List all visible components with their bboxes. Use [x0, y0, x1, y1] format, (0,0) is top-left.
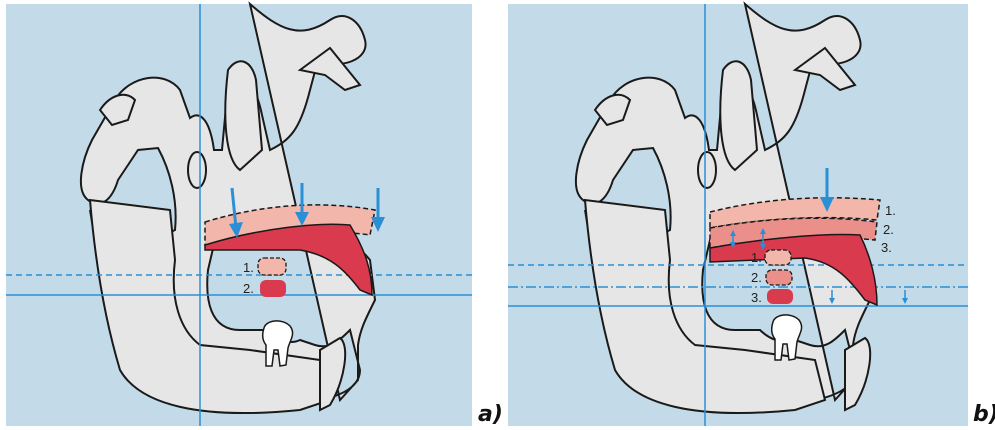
panel-b-right-label-2: 2.	[883, 222, 894, 237]
panel-a-caption: a)	[478, 402, 503, 427]
panel-b-caption: b)	[973, 402, 995, 427]
panel-b-center-label-1: 1.	[751, 250, 762, 265]
panel-b: 1. 2. 3. 1. 2. 3.	[505, 0, 995, 430]
panel-a-figure: 1. 2.	[0, 0, 475, 430]
panel-a-tooth-stage-1	[258, 258, 286, 275]
panel-b-figure: 1. 2. 3. 1. 2. 3.	[505, 0, 970, 430]
panel-b-tooth-stage-3	[767, 289, 793, 304]
panel-b-right-label-1: 1.	[885, 203, 896, 218]
panel-b-tooth-stage-2	[766, 270, 792, 285]
panel-a-label-2: 2.	[243, 281, 254, 296]
panel-a-styloid	[188, 152, 206, 188]
panel-b-center-label-3: 3.	[751, 290, 762, 305]
panel-b-center-label-2: 2.	[751, 270, 762, 285]
panel-a-label-1: 1.	[243, 260, 254, 275]
panel-a: 1. 2. a)	[0, 0, 500, 430]
panel-b-styloid	[698, 152, 716, 188]
panel-b-right-label-3: 3.	[881, 240, 892, 255]
panel-a-tooth-stage-2	[260, 280, 286, 297]
panel-b-tooth-stage-1	[765, 250, 791, 265]
